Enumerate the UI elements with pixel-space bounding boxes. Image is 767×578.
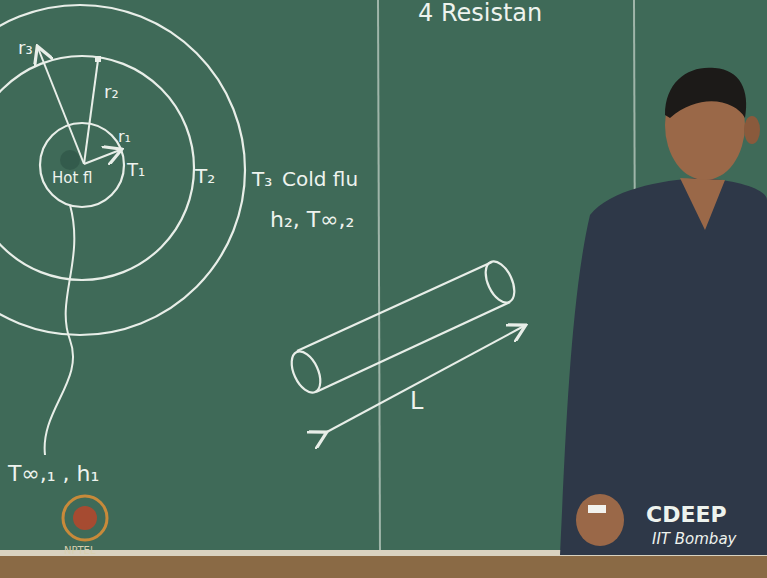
cylinder (286, 257, 520, 397)
convection-label: h₂, T∞,₂ (270, 208, 354, 232)
dimension-label: L (410, 388, 423, 414)
temperature-label: T₂ (195, 165, 215, 187)
radius-lines (38, 48, 120, 164)
watermark: IIT Bombay (652, 531, 736, 548)
pipe-cross-section (0, 5, 245, 335)
leader-line (45, 205, 75, 455)
smudge (60, 150, 80, 170)
watermark: NPTEL (64, 545, 96, 556)
temperature-label: T₃ (252, 168, 272, 190)
radius-label: r₁ (118, 128, 131, 146)
radius-label: r₂ (104, 82, 119, 102)
radius-label: r₃ (18, 38, 33, 58)
dimension-arrow (325, 326, 524, 433)
fluid-label: Cold flu (282, 168, 358, 190)
board-seam (378, 0, 380, 555)
chalk-dot (95, 56, 101, 62)
nptel-logo (63, 496, 107, 540)
temperature-label: T₁ (127, 160, 145, 180)
chalk-tray (0, 555, 767, 578)
convection-label: T∞,₁ , h₁ (8, 462, 99, 486)
fluid-label: Hot fl (52, 170, 93, 187)
watermark: CDEEP (646, 503, 727, 527)
lecturer (560, 68, 767, 555)
heading: 4 Resistan (418, 0, 542, 26)
